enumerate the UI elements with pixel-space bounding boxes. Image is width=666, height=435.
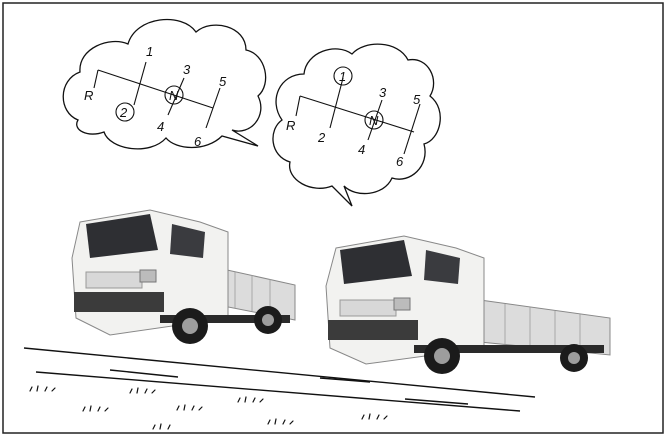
truck-left-grille xyxy=(86,272,142,288)
truck-right-front-hub xyxy=(434,348,450,364)
gate-label-1-right: 1 xyxy=(339,69,346,84)
truck-right-rear-hub xyxy=(568,352,580,364)
thought-bubble-right: R 1 2 3 N 4 5 6 xyxy=(273,44,440,206)
gate-label-5-right: 5 xyxy=(413,92,421,107)
truck-left-bumper xyxy=(74,292,164,312)
road-line-2 xyxy=(36,372,520,411)
grass-tuft-2 xyxy=(83,406,108,411)
grass-tuft-8 xyxy=(362,414,387,419)
truck-right-grille xyxy=(340,300,396,316)
grass-tuft-5 xyxy=(177,405,202,410)
gate-label-3-left: 3 xyxy=(183,62,191,77)
truck-left-front-hub xyxy=(182,318,198,334)
grass-tufts xyxy=(30,386,387,429)
gate-label-4-left: 4 xyxy=(157,119,164,134)
gate-label-1-left: 1 xyxy=(146,44,153,59)
truck-right xyxy=(326,236,610,374)
cloud-outline-left xyxy=(63,20,265,149)
gate-label-n-left: N xyxy=(169,88,179,103)
gate-label-6-left: 6 xyxy=(194,134,202,149)
gate-label-4-right: 4 xyxy=(358,142,365,157)
truck-left-rear-hub xyxy=(262,314,274,326)
gate-label-5-left: 5 xyxy=(219,74,227,89)
gate-label-r-left: R xyxy=(84,88,93,103)
grass-tuft-6 xyxy=(238,397,263,402)
truck-right-bumper xyxy=(328,320,418,340)
truck-left-headlight xyxy=(140,270,156,282)
gate-label-3-right: 3 xyxy=(379,85,387,100)
truck-left xyxy=(72,210,295,344)
road-line-4 xyxy=(405,399,468,404)
cloud-outline-right xyxy=(273,44,440,206)
grass-tuft-7 xyxy=(268,419,293,424)
road-line-3 xyxy=(110,370,178,377)
grass-tuft-4 xyxy=(153,424,170,429)
gate-label-n-right: N xyxy=(369,113,379,128)
gate-label-2-left: 2 xyxy=(119,105,128,120)
gate-label-2-right: 2 xyxy=(317,130,326,145)
grass-tuft-1 xyxy=(30,386,55,391)
gate-label-r-right: R xyxy=(286,118,295,133)
thought-bubble-left: R 1 2 3 N 4 5 6 xyxy=(63,20,265,150)
gate-label-6-right: 6 xyxy=(396,154,404,169)
truck-right-headlight xyxy=(394,298,410,310)
grass-tuft-3 xyxy=(130,388,155,393)
